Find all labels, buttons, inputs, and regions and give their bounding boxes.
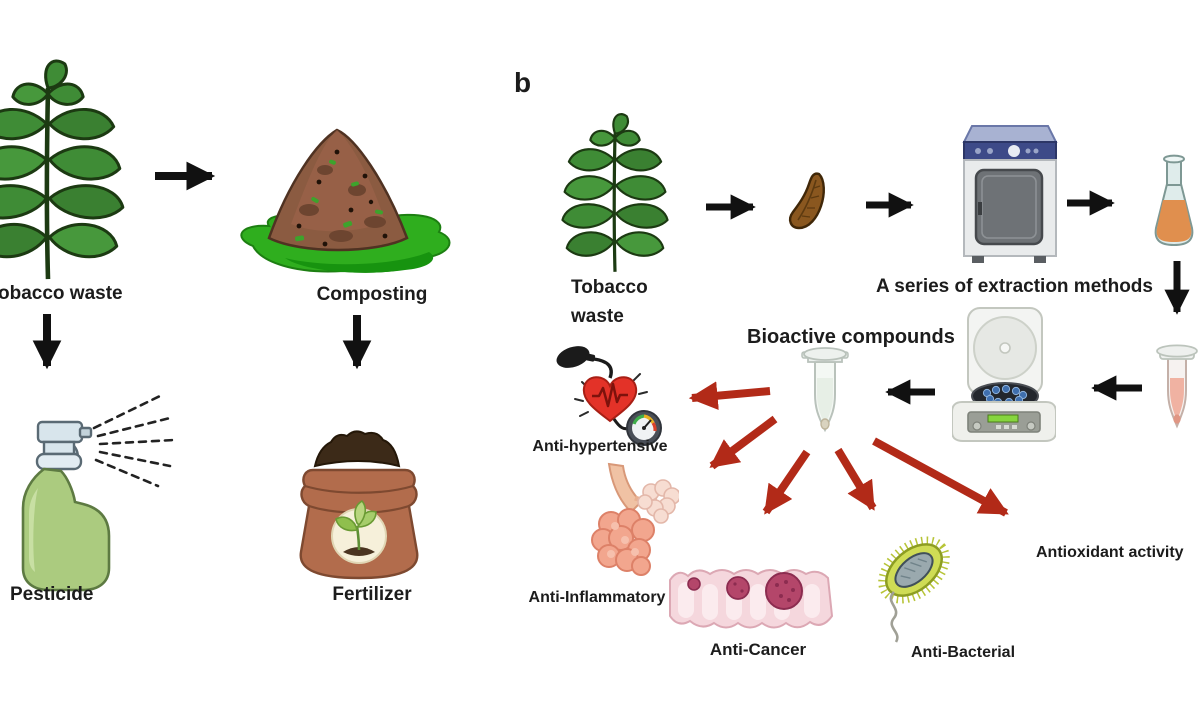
fertilizer-sack-icon [299, 430, 419, 580]
bacterium-icon [878, 536, 950, 643]
arrow-bioactive-to-antiinflammatory [709, 415, 778, 470]
extraction-methods-label: A series of extraction methods [876, 276, 1153, 297]
tobacco-waste-b-line1: Tobacco [571, 277, 648, 298]
extraction-oven-icon [962, 125, 1058, 263]
tobacco-waste-a-label: obacco waste [0, 283, 123, 304]
pesticide-label: Pesticide [10, 584, 94, 605]
microtube-bioactive-icon [801, 347, 849, 433]
pesticide-spray-bottle-icon [21, 394, 176, 592]
anti-hypertensive-label: Anti-hypertensive [532, 438, 668, 455]
arrow-bioactive-to-antibacterial [834, 447, 877, 511]
alveoli-icon [591, 462, 679, 576]
bioactive-compounds-label: Bioactive compounds [747, 326, 955, 348]
antioxidant-activity-label: Antioxidant activity [1036, 544, 1184, 561]
arrow-bioactive-to-antihypertensive [688, 381, 771, 411]
tobacco-plant-b-icon [561, 113, 669, 272]
tobacco-waste-b-label: Tobacco waste [571, 277, 648, 329]
anti-cancer-label: Anti-Cancer [709, 640, 807, 659]
anti-inflammatory-label: Anti-Inflammatory [528, 589, 666, 606]
anti-bacterial-label: Anti-Bacterial [910, 644, 1016, 661]
dried-leaf-icon [788, 172, 825, 230]
microtube-extract-icon [1156, 344, 1198, 429]
centrifuge-icon [952, 307, 1056, 442]
composting-label: Composting [316, 284, 428, 305]
intestine-tumors-icon [669, 569, 834, 629]
fertilizer-label: Fertilizer [332, 584, 412, 605]
panel-b-marker: b [514, 67, 532, 98]
flask-icon [1154, 154, 1194, 247]
arrow-bioactive-to-anticancer [762, 449, 811, 515]
arrow-bioactive-to-antioxidant [872, 437, 1009, 517]
compost-pile-icon [240, 128, 451, 273]
tobacco-plant-a-icon [0, 59, 125, 280]
tobacco-waste-b-line2: waste [571, 305, 624, 327]
bp-monitor-heart-icon [556, 346, 662, 446]
